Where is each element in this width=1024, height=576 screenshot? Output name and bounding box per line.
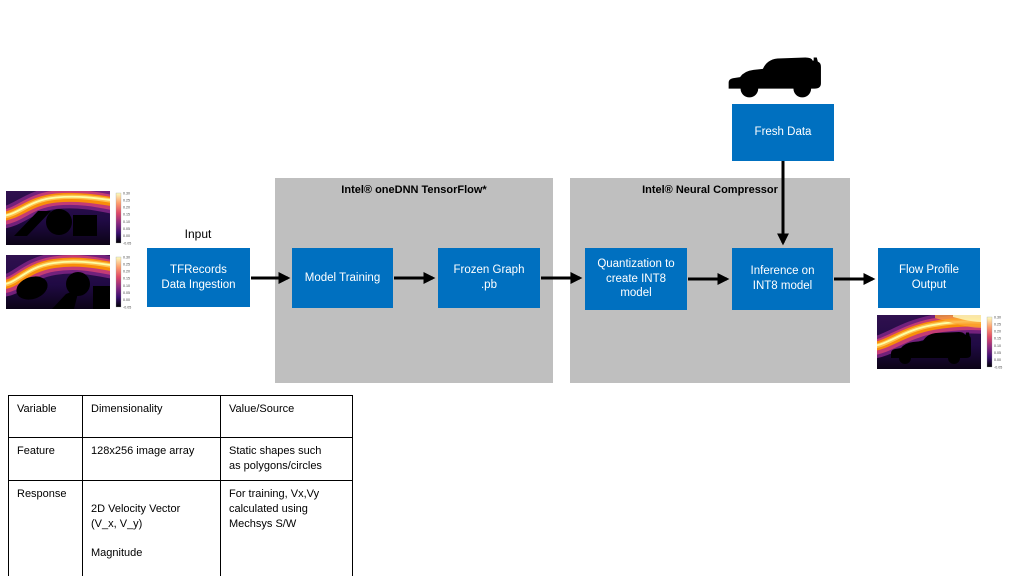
frozen-graph-box: Frozen Graph .pb (438, 248, 540, 308)
quantization-box: Quantization to create INT8 model (585, 248, 687, 310)
table-row-response: Response 2D Velocity Vector (V_x, V_y) M… (8, 480, 353, 576)
flow-band-and-obstacles (6, 255, 110, 309)
table-row-feature: Feature 128x256 image array Static shape… (8, 437, 353, 481)
tfrecords-data-ingestion-box: TFRecords Data Ingestion (147, 248, 250, 307)
svg-text:0.10: 0.10 (123, 220, 130, 224)
svg-text:0.25: 0.25 (123, 198, 130, 202)
svg-text:-0.05: -0.05 (994, 365, 1002, 369)
colorbar-tick-labels: 0.30 0.25 0.20 0.15 0.10 0.05 0.00 -0.05 (123, 191, 131, 245)
svg-text:0.20: 0.20 (123, 206, 130, 210)
table-cell: Response (8, 480, 83, 576)
magnitude-formula: = √V_x² + V_y² (97, 563, 214, 576)
svg-text:0.15: 0.15 (123, 277, 130, 281)
spec-table: Variable Dimensionality Value/Source Fea… (8, 395, 353, 576)
svg-text:0.30: 0.30 (123, 255, 130, 259)
svg-text:0.10: 0.10 (123, 284, 130, 288)
flow-output-image: 0.30 0.25 0.20 0.15 0.10 0.05 0.00 -0.05 (877, 315, 1002, 369)
table-header-value-source: Value/Source (220, 395, 353, 438)
colorbar-tick-labels: 0.30 0.25 0.20 0.15 0.10 0.05 0.00 -0.05 (123, 255, 131, 309)
table-cell: Feature (8, 437, 83, 481)
svg-text:0.05: 0.05 (994, 351, 1001, 355)
table-cell: Static shapes such as polygons/circles (220, 437, 353, 481)
colorbar (115, 256, 122, 308)
flow-sample-image-1: 0.30 0.25 0.20 0.15 0.10 0.05 0.00 -0.05 (6, 191, 131, 245)
flow-profile-output-box: Flow Profile Output (878, 248, 980, 308)
response-dimensionality-text: 2D Velocity Vector (V_x, V_y) Magnitude (91, 502, 181, 560)
table-cell: 2D Velocity Vector (V_x, V_y) Magnitude … (82, 480, 221, 576)
flow-band-and-car (877, 315, 981, 364)
svg-text:-0.05: -0.05 (123, 241, 131, 245)
flow-band-and-obstacles (6, 191, 110, 236)
table-header-dimensionality: Dimensionality (82, 395, 221, 438)
table-header-row: Variable Dimensionality Value/Source (8, 395, 353, 438)
inference-box: Inference on INT8 model (732, 248, 833, 310)
svg-text:0.00: 0.00 (123, 298, 130, 302)
group-neural-compressor-title: Intel® Neural Compressor (642, 184, 778, 196)
table-cell: For training, Vx,Vy calculated using Mec… (220, 480, 353, 576)
svg-text:0.20: 0.20 (123, 270, 130, 274)
svg-text:0.20: 0.20 (994, 330, 1001, 334)
svg-text:0.30: 0.30 (994, 315, 1001, 319)
flow-sample-image-2: 0.30 0.25 0.20 0.15 0.10 0.05 0.00 -0.05 (6, 255, 131, 309)
svg-text:0.00: 0.00 (994, 358, 1001, 362)
input-label: Input (184, 227, 212, 241)
svg-text:0.25: 0.25 (994, 322, 1001, 326)
svg-text:0.30: 0.30 (123, 191, 130, 195)
svg-text:0.15: 0.15 (994, 337, 1001, 341)
colorbar-tick-labels: 0.30 0.25 0.20 0.15 0.10 0.05 0.00 -0.05 (994, 315, 1002, 369)
model-training-box: Model Training (292, 248, 393, 308)
colorbar (115, 192, 122, 244)
fresh-data-box: Fresh Data (732, 104, 834, 161)
svg-text:0.00: 0.00 (123, 234, 130, 238)
svg-text:0.05: 0.05 (123, 291, 130, 295)
group-onednn-title: Intel® oneDNN TensorFlow* (341, 184, 487, 196)
colorbar (986, 316, 993, 368)
table-cell: 128x256 image array (82, 437, 221, 481)
svg-text:0.10: 0.10 (994, 344, 1001, 348)
svg-text:-0.05: -0.05 (123, 305, 131, 309)
svg-text:0.25: 0.25 (123, 262, 130, 266)
svg-text:0.05: 0.05 (123, 227, 130, 231)
table-header-variable: Variable (8, 395, 83, 438)
suv-car-icon (728, 57, 821, 98)
svg-text:0.15: 0.15 (123, 213, 130, 217)
